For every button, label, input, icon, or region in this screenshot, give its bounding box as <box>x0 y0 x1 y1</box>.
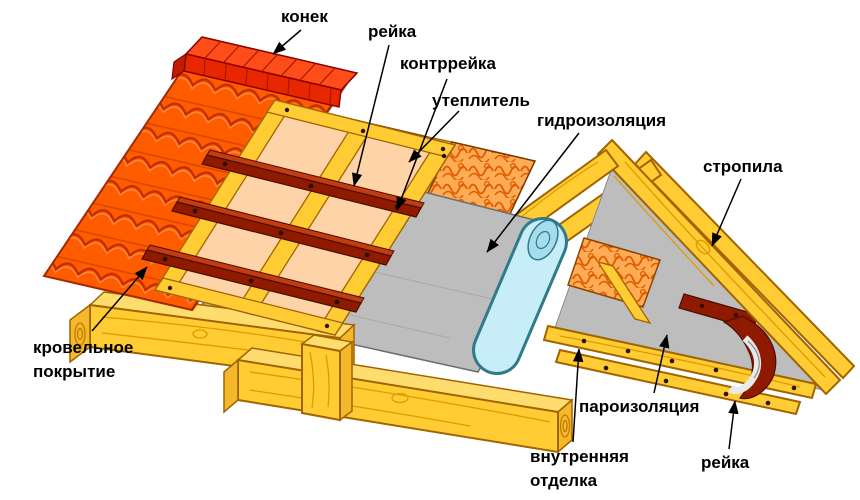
beam-a-left-end <box>69 303 91 364</box>
screw <box>167 285 173 291</box>
arrow-to-batten-top <box>351 44 390 187</box>
ridge-cap <box>171 36 359 108</box>
diagonal-strut <box>596 260 652 325</box>
post-side <box>339 340 353 422</box>
growth-rings <box>562 419 568 433</box>
label-roof-covering-line1: кровельное <box>33 338 133 357</box>
batten-layer <box>141 99 457 336</box>
arrow-to-batten-bottom <box>728 400 739 450</box>
growth-rings <box>74 322 86 346</box>
arrow-to-waterproofing <box>486 132 580 253</box>
label-batten-bottom: рейка <box>701 453 750 472</box>
screw <box>581 338 587 344</box>
screw <box>663 378 669 384</box>
wood-knot <box>391 392 409 404</box>
screw <box>791 385 797 391</box>
red-batten-1 <box>201 149 425 218</box>
label-insulation: утеплитель <box>432 91 530 110</box>
interior-finish-board-2 <box>554 348 802 416</box>
wood-grain <box>325 354 330 408</box>
membrane-curl <box>728 335 762 395</box>
screw <box>192 208 198 214</box>
red-batten-2 <box>171 196 395 266</box>
screw <box>308 183 314 189</box>
label-batten-top: рейка <box>368 22 417 41</box>
membrane-roll-spiral <box>535 230 551 250</box>
arrow-to-ridge <box>272 29 302 55</box>
callout-arrows <box>91 29 742 450</box>
screw <box>765 400 771 406</box>
label-rafters: стропила <box>703 157 783 176</box>
support-post <box>300 334 354 422</box>
post-front <box>301 342 341 422</box>
screw <box>334 299 340 305</box>
growth-rings <box>559 414 571 438</box>
arrow-to-interior-finish <box>572 348 584 443</box>
screw <box>713 367 719 373</box>
arrow-to-rafters <box>711 178 742 247</box>
screw <box>360 128 366 134</box>
wood-knot <box>192 329 208 339</box>
screw <box>723 391 729 397</box>
label-counter-batten: контррейка <box>400 54 496 73</box>
ridge-left-cap <box>171 52 187 81</box>
arrow-to-vapor-barrier <box>653 334 670 394</box>
screw <box>284 107 290 113</box>
ridge-ribs <box>203 40 336 105</box>
rafter-board-front-right <box>596 138 842 396</box>
label-interior-finish-line1: внутренняя <box>530 447 629 466</box>
screw <box>324 323 330 329</box>
screw <box>222 161 228 167</box>
arrow-to-insulation <box>408 110 460 163</box>
labels: конек рейка контррейка утеплитель гидрои… <box>33 7 783 490</box>
screw <box>733 312 739 318</box>
screw <box>440 146 446 152</box>
wood-grain <box>624 161 826 378</box>
counter-batten-topframe <box>265 99 457 158</box>
wood-grain <box>249 389 471 427</box>
arrow-to-counter-batten <box>396 78 448 211</box>
screw <box>669 358 675 364</box>
screw <box>248 278 254 284</box>
label-vapor-barrier: пароизоляция <box>579 397 699 416</box>
wood-grain <box>309 351 315 409</box>
counter-batten-bottomframe <box>153 277 345 336</box>
screw <box>699 303 705 309</box>
membrane-roll-end <box>527 219 559 261</box>
screw <box>364 252 370 258</box>
screw <box>625 348 631 354</box>
screw <box>603 365 609 371</box>
wood-knot <box>695 239 711 255</box>
growth-rings <box>76 327 83 341</box>
rafter-assembly <box>468 138 856 416</box>
label-interior-finish-line2: отделка <box>530 471 598 490</box>
eave-hook <box>722 315 777 400</box>
membrane-curl-edge <box>747 340 760 379</box>
rafter-board-back-right <box>633 150 856 380</box>
screw <box>441 153 447 159</box>
red-batten-3 <box>141 244 365 313</box>
label-roof-covering-line2: покрытие <box>33 362 115 381</box>
screw <box>278 230 284 236</box>
screw <box>162 256 168 262</box>
label-ridge: конек <box>281 7 328 26</box>
arrow-to-roof-covering <box>91 266 148 332</box>
label-waterproofing: гидроизоляция <box>537 111 666 130</box>
beam-b-left-end <box>223 358 239 414</box>
wood-grain <box>613 175 715 287</box>
